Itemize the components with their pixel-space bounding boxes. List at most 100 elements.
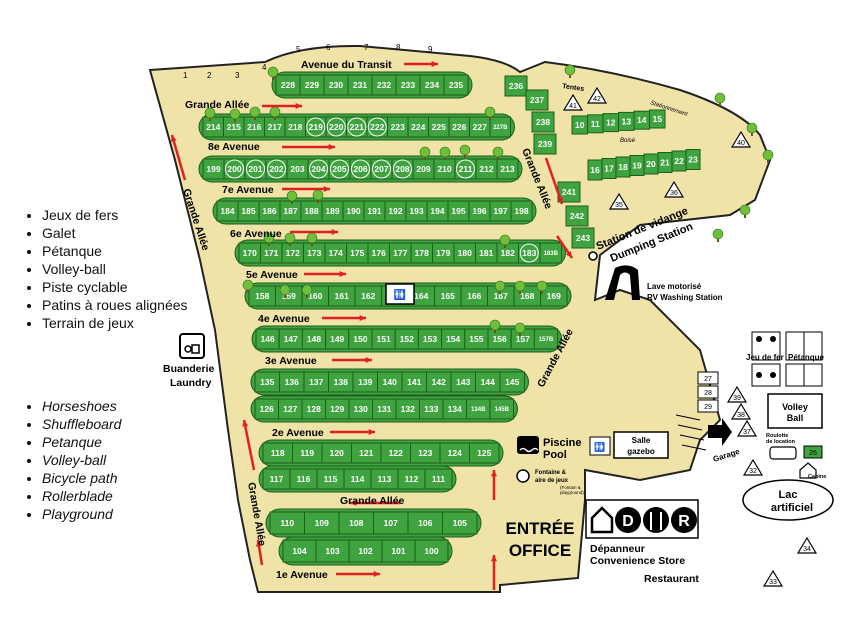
- site-triangle-marker: 38: [730, 402, 752, 420]
- pool-label-en: Pool: [543, 449, 567, 461]
- campsite-number: 208: [395, 164, 409, 174]
- tree-icon: [762, 149, 774, 163]
- campsite-lot[interactable]: [525, 89, 549, 111]
- campsite-number: 148: [307, 334, 321, 344]
- campsite-number: 196: [472, 206, 486, 216]
- entrance-label: ENTRÉE: [506, 519, 575, 538]
- triangle-number: 38: [737, 412, 745, 419]
- triangle-number: 34: [803, 546, 811, 553]
- campsite-number: 181: [479, 248, 493, 258]
- cabin-lot: [803, 445, 823, 459]
- campsite-number: 119: [300, 448, 314, 458]
- store-label-en: Convenience Store: [590, 555, 685, 567]
- campsite-lot[interactable]: [533, 133, 557, 155]
- campsite-number: 207: [374, 164, 388, 174]
- campsite-number: 215: [227, 122, 241, 132]
- campsite-lot[interactable]: [539, 242, 562, 264]
- campsite-number: 171: [264, 248, 278, 258]
- campsite-number: 17: [604, 164, 614, 174]
- campsite-number: 200: [227, 164, 241, 174]
- laundry-label-en: Laundry: [170, 377, 212, 389]
- street-label-5e: 5e Avenue: [246, 269, 298, 281]
- campsite-lot[interactable]: [424, 468, 453, 490]
- direction-arrow: [322, 314, 366, 322]
- lot-circle-marker: [519, 243, 539, 263]
- triangle-number: 37: [743, 429, 751, 436]
- campsite-lot[interactable]: [533, 328, 559, 350]
- campsite-number: 11: [591, 119, 600, 129]
- top-number: 7: [364, 43, 369, 52]
- campsite-number: 228: [281, 80, 295, 90]
- campsite-lot[interactable]: [510, 200, 533, 222]
- campsite-number: 145: [505, 377, 519, 387]
- tree-icon: [204, 107, 216, 121]
- campsite-lot[interactable]: [649, 109, 666, 129]
- campsite-number: 219: [309, 122, 323, 132]
- campsite-number: 212: [479, 164, 493, 174]
- campsite-number: 131: [377, 404, 391, 414]
- campsite-lot[interactable]: [499, 371, 525, 393]
- horseshoe-label: Jeu de fer: [746, 353, 784, 362]
- lot-circle-marker: [351, 159, 370, 179]
- campsite-number: 134: [448, 404, 462, 414]
- campsite-lot[interactable]: [443, 74, 469, 96]
- fountain-label-en: (Fontain &: [560, 485, 581, 490]
- lot-circle-marker: [456, 159, 475, 179]
- campsite-number: 175: [350, 248, 364, 258]
- toilet-glyph: 🚻: [394, 288, 406, 301]
- campsite-number: 123: [418, 448, 432, 458]
- volleyball-label: Volley: [782, 402, 808, 412]
- direction-arrow: [544, 157, 564, 205]
- campsite-number: 194: [430, 206, 444, 216]
- campsite-number: 220: [329, 122, 343, 132]
- campsite-number: 192: [388, 206, 402, 216]
- court-marker: [756, 336, 762, 342]
- lot-circle-marker: [306, 117, 326, 137]
- campsite-number: 229: [305, 80, 319, 90]
- campsite-number: 230: [329, 80, 343, 90]
- parking-lines: [675, 414, 707, 451]
- campsite-number: 101: [391, 546, 405, 556]
- campsite-lot[interactable]: [489, 116, 511, 138]
- campsite-lot[interactable]: [496, 158, 519, 180]
- gazebo-label-2: gazebo: [627, 447, 655, 456]
- tree-icon: [263, 232, 275, 246]
- pool-label: Piscine: [543, 437, 582, 449]
- lake-label: Lac: [779, 489, 798, 501]
- campsite-number: 216: [247, 122, 261, 132]
- campsite-lot[interactable]: [540, 285, 568, 307]
- lot-circle-marker: [309, 159, 328, 179]
- campsite-lot[interactable]: [504, 75, 528, 97]
- campsite-number: 108: [349, 518, 363, 528]
- site-triangle-marker: 42: [586, 86, 608, 104]
- tree-icon: [746, 122, 758, 136]
- campsite-lot[interactable]: [414, 539, 449, 563]
- campsite-number: 142: [432, 377, 446, 387]
- campsite-number: 162: [361, 291, 375, 301]
- court-marker: [770, 372, 776, 378]
- dryer-icon: [191, 344, 200, 354]
- campsite-lot[interactable]: [489, 398, 514, 420]
- campsite-lot[interactable]: [571, 227, 595, 249]
- tree-icon: [714, 92, 726, 106]
- campsite-number: 217: [268, 122, 282, 132]
- campsite-number: 211: [459, 164, 473, 174]
- campsite-lot[interactable]: [565, 205, 589, 227]
- campsite-number: 100: [424, 546, 438, 556]
- campsite-number: 14: [637, 115, 647, 125]
- campsite-number: 232: [377, 80, 391, 90]
- campsite-number: 128: [307, 404, 321, 414]
- campsite-number: 145B: [495, 407, 510, 413]
- campsite-number: 243: [576, 233, 590, 243]
- campsite-number: 227: [473, 122, 487, 132]
- dumping-d-icon: [615, 507, 641, 533]
- campsite-number: 130: [354, 404, 368, 414]
- site-triangle-marker: 35: [608, 192, 630, 210]
- campsite-lot[interactable]: [531, 111, 555, 133]
- tree-icon: [484, 106, 496, 120]
- campsite-lot[interactable]: [442, 511, 478, 535]
- campsite-lot[interactable]: [469, 442, 500, 464]
- campsite-lot[interactable]: [685, 149, 701, 170]
